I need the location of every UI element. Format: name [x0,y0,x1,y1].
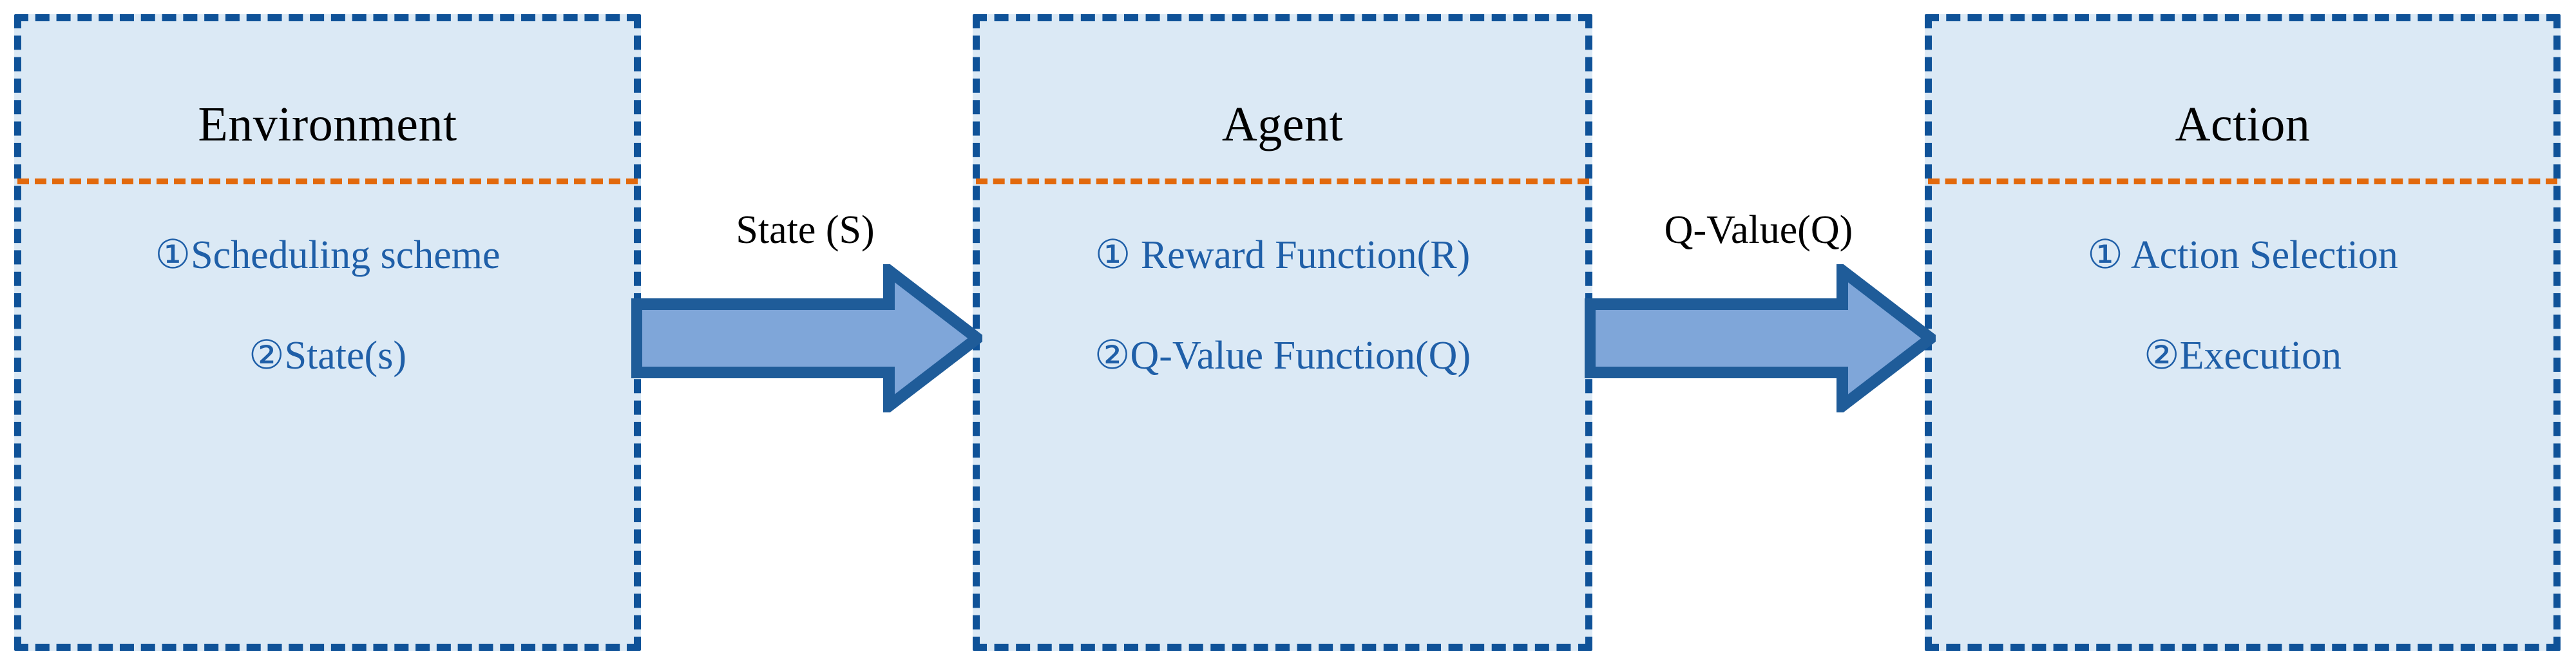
panel-agent-title: Agent [1221,97,1344,151]
arrow-qvalue-label: Q-Value(Q) [1664,208,1853,252]
panel-environment-divider [17,178,638,184]
arrow-state-label: State (S) [736,208,875,252]
panel-agent-body: ① Reward Function(R) ②Q-Value Function(Q… [980,234,1585,377]
panel-agent-item-2: ②Q-Value Function(Q) [1094,334,1471,378]
panel-environment: Environment ①Scheduling scheme ②State(s) [14,14,641,651]
panel-action: Action ① Action Selection ②Execution [1925,14,2561,651]
panel-agent: Agent ① Reward Function(R) ②Q-Value Func… [973,14,1592,651]
panel-environment-item-2: ②State(s) [249,334,406,378]
panel-action-item-1: ① Action Selection [2087,233,2398,277]
panel-environment-title: Environment [198,97,457,151]
panel-action-body: ① Action Selection ②Execution [1932,234,2553,377]
panel-action-divider [1928,178,2557,184]
right-arrow-icon [631,264,982,412]
arrow-qvalue-agent-to-action [1585,264,1936,412]
panel-agent-item-1: ① Reward Function(R) [1094,233,1471,277]
panel-action-title: Action [2175,97,2311,151]
arrow-state-environment-to-agent [631,264,982,412]
right-arrow-icon [1585,264,1936,412]
panel-environment-item-1: ①Scheduling scheme [155,233,501,277]
panel-agent-divider [976,178,1589,184]
panel-environment-body: ①Scheduling scheme ②State(s) [21,234,634,377]
panel-action-item-2: ②Execution [2144,334,2342,378]
